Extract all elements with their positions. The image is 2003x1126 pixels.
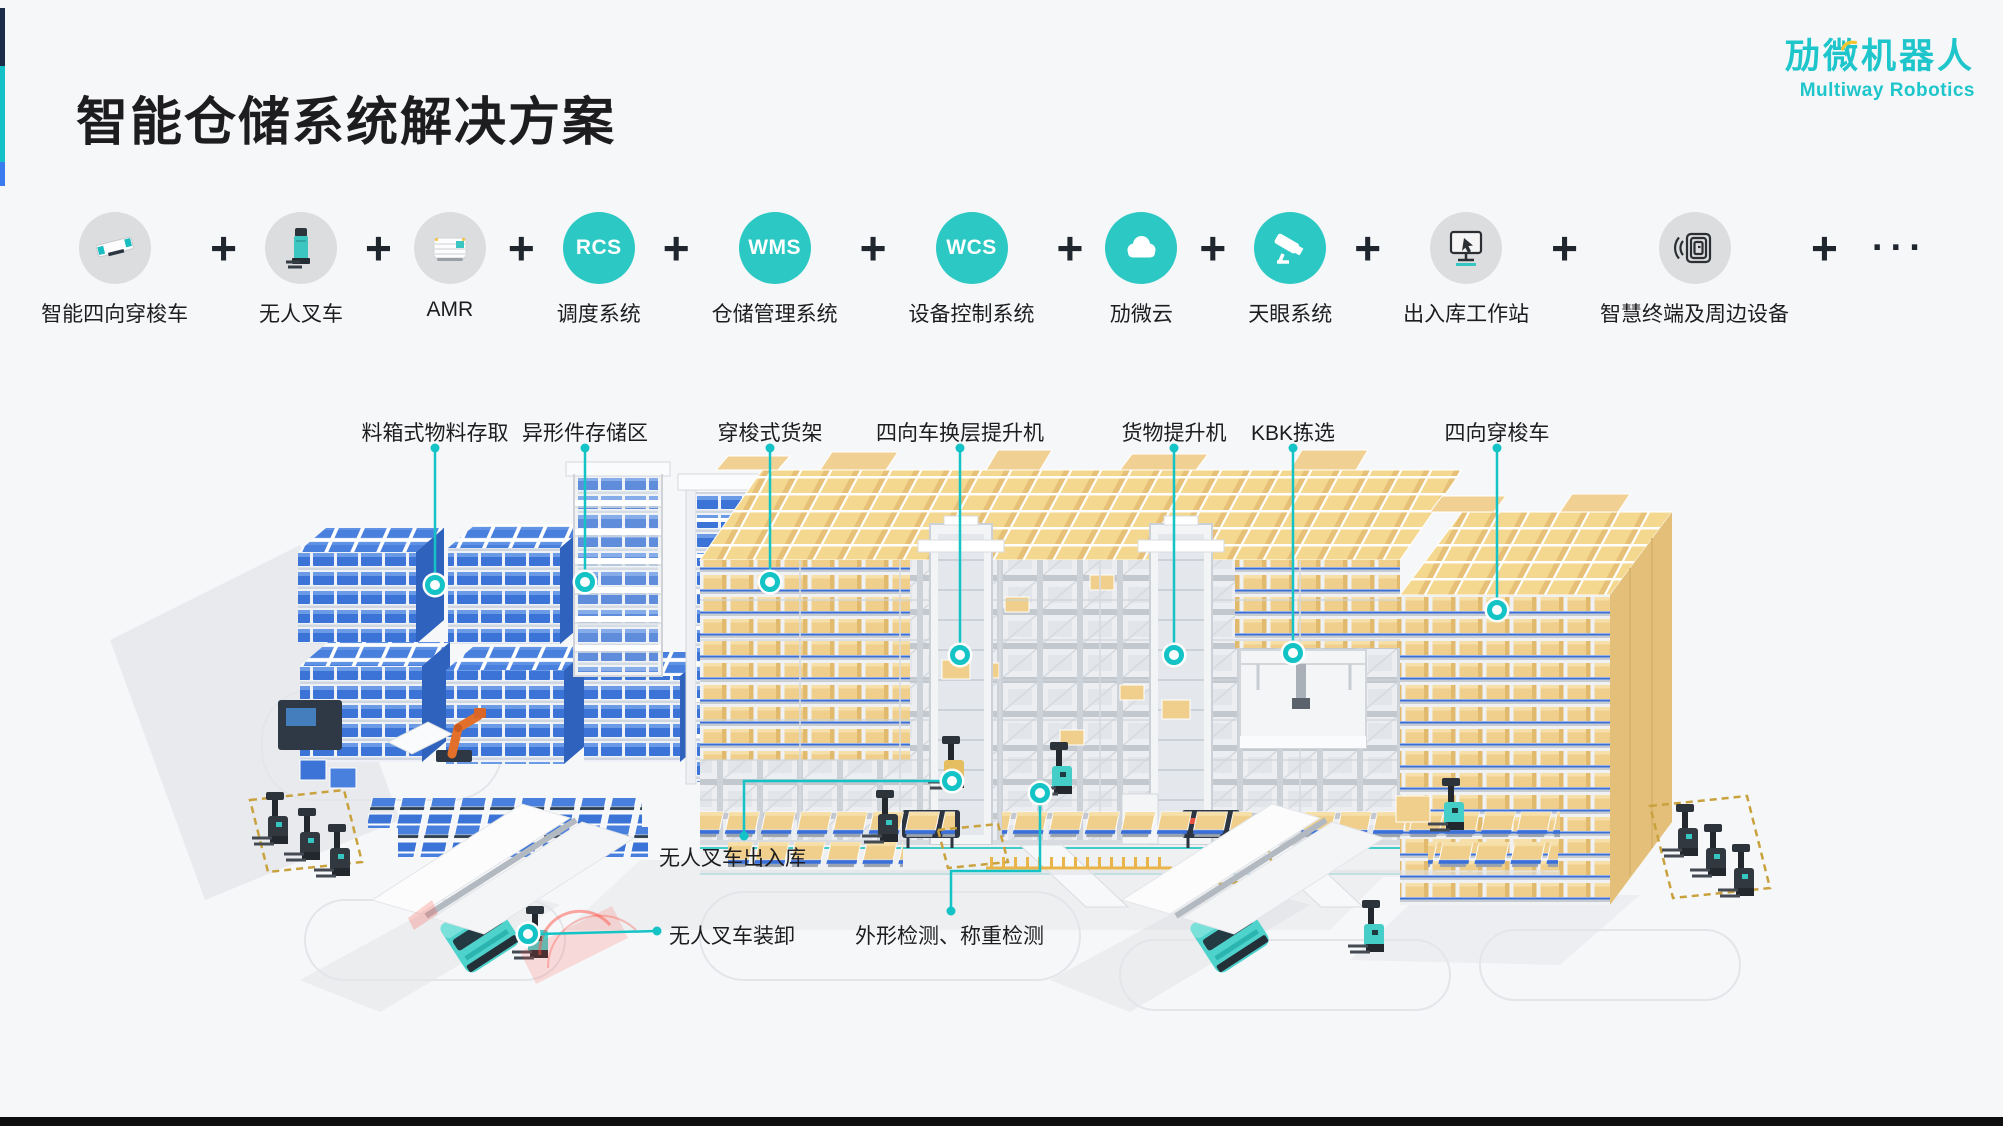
plus-separator: + bbox=[1056, 222, 1084, 274]
logo-cn-label: 劢微机器人 bbox=[1784, 37, 1975, 76]
company-logo: 劢微机器人 Multiway Robotics bbox=[1785, 28, 1975, 102]
left-truck bbox=[372, 804, 636, 984]
plus-separator: + bbox=[1354, 222, 1382, 274]
component-label: 无人叉车 bbox=[259, 303, 344, 326]
robot-arm bbox=[278, 700, 486, 789]
plus-separator: + bbox=[859, 222, 887, 274]
wcs-badge-text: WCS bbox=[946, 236, 997, 259]
component-label: 出入库工作站 bbox=[1403, 303, 1530, 326]
cctv-camera-icon bbox=[1254, 212, 1327, 284]
rack-roof-boxes bbox=[699, 449, 1463, 561]
four-way-shuttle-icon bbox=[78, 212, 151, 284]
plus-separator: + bbox=[1811, 222, 1838, 274]
component-forklift: 无人叉车 bbox=[259, 212, 343, 328]
wms-badge-text: WMS bbox=[748, 236, 802, 259]
component-cloud: 劢微云 bbox=[1105, 212, 1178, 328]
plus-separator: + bbox=[1199, 222, 1227, 274]
component-label: 劢微云 bbox=[1109, 303, 1173, 326]
component-rcs: RCS 调度系统 bbox=[557, 212, 641, 328]
callout-lines bbox=[433, 448, 1499, 936]
component-workstation: 出入库工作站 bbox=[1403, 212, 1529, 328]
plus-separator: + bbox=[1551, 222, 1579, 274]
callout-label-forklift-inout: 无人叉车出入库 bbox=[659, 847, 806, 870]
amr-robot-icon bbox=[413, 212, 486, 284]
wcs-badge: WCS bbox=[935, 212, 1008, 284]
callout-rings bbox=[422, 569, 1510, 947]
component-label: AMR bbox=[426, 298, 474, 321]
component-row: 智能四向穿梭车 + 无人叉车 + bbox=[0, 212, 1963, 328]
rfid-terminal-icon bbox=[1658, 212, 1731, 284]
main-rack-structure bbox=[699, 449, 1463, 846]
bottom-edge-bar bbox=[0, 1117, 2003, 1126]
component-label: 智慧终端及周边设备 bbox=[1600, 303, 1790, 326]
component-terminal: 智慧终端及周边设备 bbox=[1600, 212, 1789, 328]
callout-label-cargo-lift: 货物提升机 bbox=[1121, 422, 1227, 445]
edge-accent-blue bbox=[0, 162, 5, 186]
component-label: 调度系统 bbox=[556, 303, 641, 326]
ellipsis-more: ··· bbox=[1871, 226, 1928, 269]
plus-separator: + bbox=[507, 222, 535, 274]
component-amr: AMR bbox=[413, 212, 486, 322]
plus-separator: + bbox=[365, 222, 392, 274]
callout-dots bbox=[430, 443, 1502, 936]
agv-forklift-icon bbox=[265, 212, 338, 284]
callout-label-bin-access: 料箱式物料存取 bbox=[361, 422, 509, 445]
callout-label-irregular-storage: 异形件存储区 bbox=[522, 422, 648, 445]
callout-label-shape-weight-check: 外形检测、称重检测 bbox=[855, 925, 1044, 948]
cargo-lift-tower bbox=[1137, 515, 1225, 846]
page-title: 智能仓储系统解决方案 bbox=[76, 94, 617, 152]
component-label: 天眼系统 bbox=[1248, 303, 1333, 326]
rcs-badge-text: RCS bbox=[575, 236, 622, 259]
workstation-monitor-icon bbox=[1430, 212, 1503, 284]
callout-label-shuttle-rack: 穿梭式货架 bbox=[717, 422, 823, 445]
component-label: 仓储管理系统 bbox=[711, 303, 838, 326]
logo-cn-text: 劢微机器人 bbox=[1785, 28, 1975, 79]
mezzanine-tower bbox=[565, 461, 671, 677]
rcs-badge: RCS bbox=[562, 212, 635, 284]
edge-accent-navy bbox=[0, 8, 5, 66]
wms-badge: WMS bbox=[738, 212, 811, 284]
forklift-fleet bbox=[250, 734, 1756, 960]
plus-separator: + bbox=[210, 222, 238, 274]
component-label: 设备控制系统 bbox=[908, 303, 1035, 326]
component-skyeye: 天眼系统 bbox=[1248, 212, 1332, 328]
logo-yellow-accent-icon bbox=[1840, 20, 1858, 60]
plus-separator: + bbox=[662, 222, 690, 274]
edge-accent-teal bbox=[0, 66, 5, 162]
callout-label-layer-lift: 四向车换层提升机 bbox=[876, 422, 1044, 445]
component-shuttle: 智能四向穿梭车 bbox=[41, 212, 188, 328]
callout-label-forklift-loading: 无人叉车装卸 bbox=[669, 925, 795, 948]
component-label: 智能四向穿梭车 bbox=[41, 303, 189, 326]
cloud-icon bbox=[1105, 212, 1178, 284]
callout-label-kbk-picking: KBK拣选 bbox=[1250, 422, 1336, 445]
kbk-station bbox=[1239, 649, 1367, 749]
callout-label-four-way-shuttle: 四向穿梭车 bbox=[1444, 422, 1550, 445]
logo-en-label: Multiway Robotics bbox=[1799, 80, 1975, 101]
left-bin-racks bbox=[298, 524, 708, 764]
component-wms: WMS 仓储管理系统 bbox=[712, 212, 838, 328]
component-wcs: WCS 设备控制系统 bbox=[909, 212, 1035, 328]
